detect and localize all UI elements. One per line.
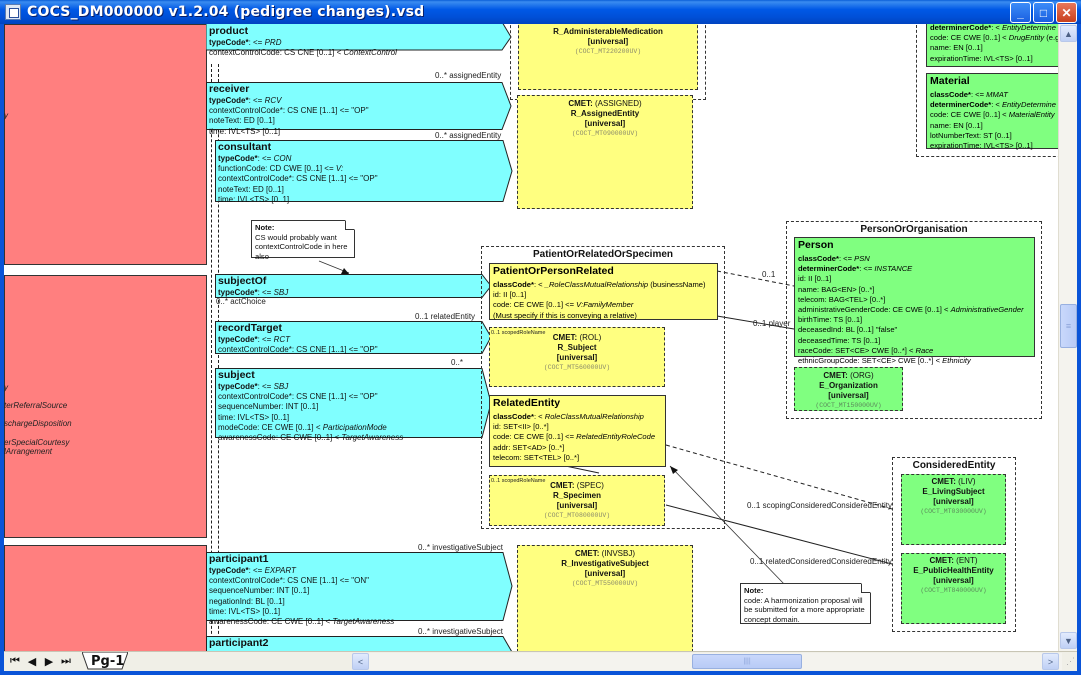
next-page-button[interactable]: ▶ [44, 656, 54, 668]
association-label: 0..* assignedEntity [435, 131, 502, 140]
participation-participant2[interactable]: participant2 [206, 636, 513, 651]
participation-subject-of[interactable]: subjectOf typeCode*: <= SBJ [215, 274, 492, 298]
visio-app-icon[interactable] [5, 4, 21, 20]
association-label: 0..1 relatedEntity [415, 312, 476, 321]
first-page-button[interactable]: ⏮ [10, 655, 20, 667]
resize-grip-icon[interactable]: ⋰ [1066, 656, 1075, 666]
cmet-assigned-entity[interactable]: CMET: (ASSIGNED) R_AssignedEntity [unive… [517, 95, 693, 209]
choice-fragment-text: lArrangement [4, 447, 53, 456]
association-label: 0..* assignedEntity [435, 71, 502, 80]
association-label: 0..* investigativeSubject [418, 627, 503, 636]
group-title: PatientOrRelatedOrSpecimen [532, 249, 674, 260]
participation-name: receiver [209, 83, 250, 95]
vertical-scroll-thumb[interactable] [1060, 304, 1077, 348]
horizontal-scrollbar[interactable]: < > [352, 653, 1062, 670]
act-choice-box-middle[interactable] [4, 275, 207, 538]
class-person[interactable]: Person classCode*: <= PSN determinerCode… [794, 237, 1035, 365]
close-button[interactable]: ✕ [1056, 2, 1077, 23]
cmet-administerable-medication[interactable]: R_AdministerableMedication [universal] (… [518, 24, 698, 90]
group-title: ConsideredEntity [912, 460, 996, 471]
participation-name: recordTarget [218, 322, 282, 334]
choice-boundary-line [218, 64, 219, 651]
window-frame-left [0, 24, 4, 675]
window-frame-bottom [0, 671, 1081, 675]
choice-fragment-text: y [4, 111, 8, 120]
choice-fragment-text: y [4, 383, 8, 392]
act-choice-box-bottom[interactable] [4, 545, 207, 651]
page-tab-pg-1[interactable]: Pg-1 [82, 652, 128, 670]
note-harmonization-proposal: Note: code: A harmonization proposal wil… [740, 583, 871, 624]
patient-or-related-or-specimen-group: PatientOrRelatedOrSpecimen [481, 246, 725, 529]
participation-record-target[interactable]: recordTarget typeCode*: <= RCT contextCo… [215, 321, 492, 354]
window-title: COCS_DM000000 v1.2.04 (pedigree changes)… [27, 4, 425, 20]
participation-consultant[interactable]: consultant typeCode*: <= CON functionCod… [215, 140, 513, 204]
cmet-r-investigative-subject[interactable]: CMET: (INVSBJ) R_InvestigativeSubject [u… [517, 545, 693, 651]
maximize-button[interactable]: □ [1033, 2, 1054, 23]
association-label: 0..1 [762, 270, 776, 279]
title-bar: COCS_DM000000 v1.2.04 (pedigree changes)… [0, 0, 1081, 24]
association-label: 0..1 player [753, 319, 791, 328]
class-drug-entity[interactable]: determinerCode*: < EntityDetermine code:… [926, 24, 1058, 67]
choice-boundary-line [211, 64, 212, 651]
horizontal-scroll-thumb[interactable] [692, 654, 802, 669]
participation-name: subject [218, 369, 255, 381]
scroll-up-button[interactable]: ▲ [1060, 25, 1077, 42]
association-label: 0..* investigativeSubject [418, 543, 503, 552]
previous-page-button[interactable]: ◀ [27, 656, 37, 668]
arrowhead [341, 268, 349, 274]
cmet-e-organization[interactable]: CMET: (ORG) E_Organization [universal] (… [794, 367, 903, 411]
participation-name: participant2 [209, 637, 269, 649]
class-related-entity[interactable]: RelatedEntity classCode*: < RoleClassMut… [489, 395, 666, 467]
participation-name: subjectOf [218, 275, 267, 287]
connector-line [665, 504, 893, 565]
association-label: 0..* actChoice [216, 297, 266, 306]
participation-product[interactable]: product typeCode*: <= PRD contextControl… [206, 24, 512, 57]
participation-name: participant1 [209, 553, 269, 565]
minimize-button[interactable]: _ [1010, 2, 1031, 23]
note-arrow-line [669, 465, 787, 587]
scroll-right-button[interactable]: > [1042, 653, 1059, 670]
group-title: PersonOrOrganisation [860, 224, 968, 235]
scroll-down-button[interactable]: ▼ [1060, 632, 1077, 649]
cmet-r-subject[interactable]: 0..1 scopedRoleName CMET: (ROL) R_Subjec… [489, 327, 665, 387]
person-or-organisation-group: PersonOrOrganisation [786, 221, 1042, 419]
cmet-e-living-subject[interactable]: CMET: (LIV) E_LivingSubject [universal] … [901, 474, 1006, 545]
participation-participant1[interactable]: participant1 typeCode*: <= EXPART contex… [206, 552, 513, 626]
note-context-control: Note: CS would probably want contextCont… [251, 220, 355, 261]
association-label: 0..1 relatedConsideredConsideredEntity [750, 557, 892, 566]
association-label: 0..1 scopingConsideredConsideredEntity [747, 501, 892, 510]
association-label: 0..* [451, 358, 464, 367]
window-frame-right [1077, 24, 1081, 675]
participation-receiver[interactable]: receiver typeCode*: <= RCV contextContro… [206, 82, 512, 136]
scroll-left-button[interactable]: < [352, 653, 369, 670]
connector-line [716, 315, 795, 330]
arrowhead [670, 466, 678, 474]
choice-fragment-text: schargeDisposition [4, 419, 72, 428]
class-material[interactable]: Material classCode*: <= MMAT determinerC… [926, 73, 1058, 150]
choice-fragment-text: erSpecialCourtesy [4, 438, 70, 447]
cmet-e-public-health-entity[interactable]: CMET: (ENT) E_PublicHealthEntity [univer… [901, 553, 1006, 624]
class-patient-or-person-related[interactable]: PatientOrPersonRelated classCode*: < _Ro… [489, 263, 718, 320]
vertical-scrollbar[interactable]: ▲ ▼ [1058, 24, 1077, 651]
considered-entity-group: ConsideredEntity [892, 457, 1016, 632]
connector-line [716, 270, 795, 287]
participation-subject[interactable]: subject typeCode*: <= SBJ contextControl… [215, 368, 492, 442]
last-page-button[interactable]: ⏭ [61, 655, 71, 667]
drawing-canvas[interactable]: y y terReferralSource schargeDisposition… [4, 24, 1058, 651]
participation-name: consultant [218, 141, 272, 153]
act-choice-box-top[interactable] [4, 24, 207, 265]
page-navigation-bar: ⏮ ◀ ▶ ⏭ Pg-1 < > ⋰ [4, 651, 1077, 671]
cmet-r-specimen[interactable]: 0..1 scopedRoleName CMET: (SPEC) R_Speci… [489, 475, 665, 526]
drug-or-material-group [916, 24, 1058, 157]
choice-fragment-text: terReferralSource [4, 401, 68, 410]
participation-name: product [209, 25, 249, 37]
